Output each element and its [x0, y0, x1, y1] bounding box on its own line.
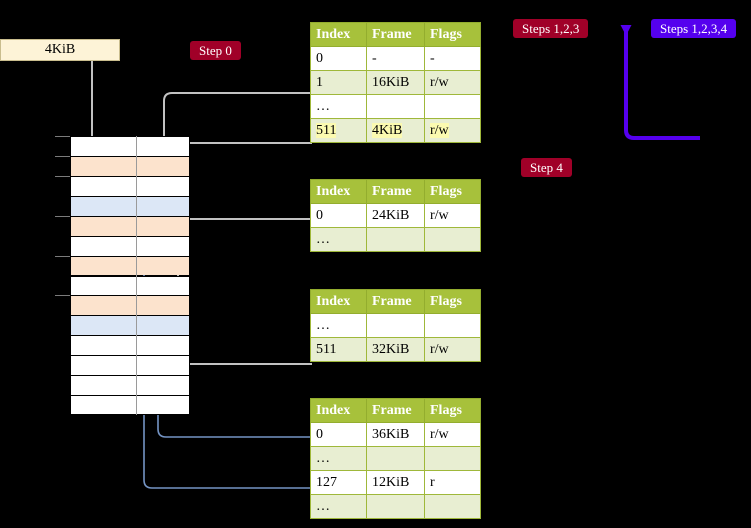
cell-flags	[424, 313, 481, 338]
cell-index: …	[310, 446, 367, 471]
cell-index: 511	[310, 337, 367, 362]
badge-steps-1-2-3: Steps 1,2,3	[513, 19, 589, 38]
badge-step-0: Step 0	[190, 41, 241, 60]
cell-frame	[366, 446, 425, 471]
memory-row-tick	[55, 215, 70, 217]
memory-frame-row	[70, 315, 190, 336]
column-header-flags: Flags	[424, 398, 481, 423]
cell-frame: 4KiB	[366, 118, 425, 143]
cell-flags: r	[424, 470, 481, 495]
cell-index: 127	[310, 470, 367, 495]
memory-frame-row	[70, 255, 190, 276]
table-row: 0--	[310, 46, 481, 71]
cell-frame: 32KiB	[366, 337, 425, 362]
column-header-index: Index	[310, 398, 367, 423]
memory-row-tick	[55, 136, 70, 137]
memory-row-tick	[55, 255, 70, 257]
column-header-index: Index	[310, 22, 367, 47]
memory-frame-row	[70, 275, 190, 296]
wire-purple-loop	[620, 25, 700, 140]
cell-index: …	[310, 94, 367, 119]
cell-index: 0	[310, 203, 367, 228]
cell-flags: r/w	[424, 70, 481, 95]
cell-flags: r/w	[424, 118, 481, 143]
cell-index: 1	[310, 70, 367, 95]
memory-row-tick	[55, 295, 70, 297]
memory-frame-row	[70, 155, 190, 176]
cell-frame: -	[366, 46, 425, 71]
cell-frame	[366, 494, 425, 519]
column-header-index: Index	[310, 179, 367, 204]
cell-flags: r/w	[424, 203, 481, 228]
memory-frame-row	[70, 395, 190, 415]
column-header-frame: Frame	[366, 289, 425, 314]
memory-frame-row	[70, 335, 190, 356]
column-header-frame: Frame	[366, 22, 425, 47]
cell-flags: -	[424, 46, 481, 71]
table-row: …	[310, 446, 481, 471]
memory-frame-row	[70, 355, 190, 376]
cell-index: …	[310, 313, 367, 338]
physical-memory-column	[55, 136, 190, 415]
memory-row-tick	[55, 175, 70, 177]
cell-index: 0	[310, 46, 367, 71]
cell-frame: 16KiB	[366, 70, 425, 95]
table-row: …	[310, 494, 481, 519]
cell-frame: 12KiB	[366, 470, 425, 495]
cell-flags	[424, 227, 481, 252]
cell-frame	[366, 227, 425, 252]
table-row: …	[310, 94, 481, 119]
memory-frame-row	[70, 136, 190, 156]
cell-frame	[366, 313, 425, 338]
column-header-flags: Flags	[424, 289, 481, 314]
badge-steps-1-2-3-4: Steps 1,2,3,4	[651, 19, 737, 38]
cell-index: …	[310, 227, 367, 252]
memory-frame-row	[70, 375, 190, 396]
cell-flags	[424, 494, 481, 519]
cell-flags	[424, 94, 481, 119]
cell-frame: 24KiB	[366, 203, 425, 228]
memory-frame-row	[70, 175, 190, 196]
memory-column-divider	[136, 136, 137, 415]
cell-index: 0	[310, 422, 367, 447]
badge-step-4: Step 4	[521, 158, 572, 177]
cell-index: …	[310, 494, 367, 519]
table-row: …	[310, 313, 481, 338]
column-header-index: Index	[310, 289, 367, 314]
column-header-flags: Flags	[424, 22, 481, 47]
memory-frame-row	[70, 235, 190, 256]
memory-frame-row	[70, 215, 190, 236]
memory-row-tick	[55, 155, 70, 157]
memory-frame-row	[70, 295, 190, 316]
cell-flags: r/w	[424, 422, 481, 447]
size-label-4kib: 4KiB	[0, 39, 120, 61]
wire-table1-row0	[177, 218, 312, 286]
cell-flags	[424, 446, 481, 471]
cell-flags: r/w	[424, 337, 481, 362]
table-row: …	[310, 227, 481, 252]
wire-table2-row511	[171, 314, 312, 365]
memory-frame-row	[70, 195, 190, 216]
column-header-frame: Frame	[366, 179, 425, 204]
cell-frame	[366, 94, 425, 119]
column-header-flags: Flags	[424, 179, 481, 204]
cell-frame: 36KiB	[366, 422, 425, 447]
column-header-frame: Frame	[366, 398, 425, 423]
cell-index: 511	[310, 118, 367, 143]
